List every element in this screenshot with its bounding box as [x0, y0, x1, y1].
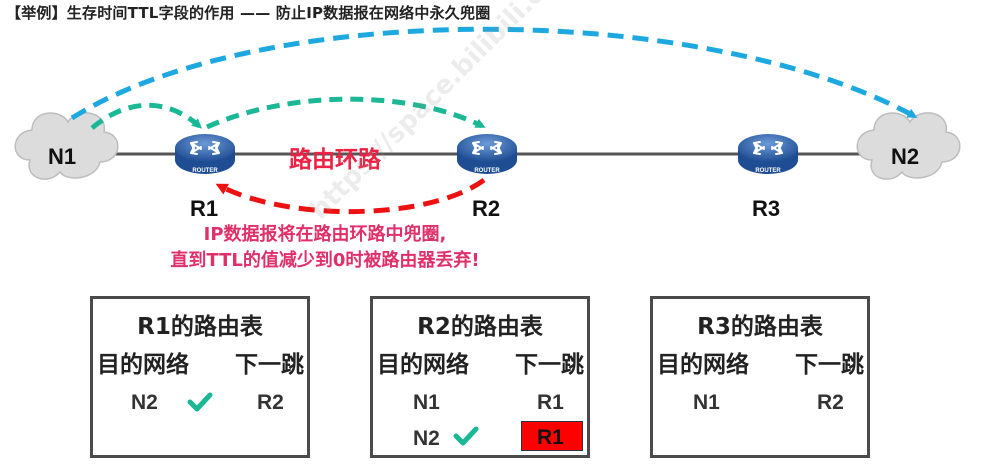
column-header-next-hop: 下一跳: [795, 352, 864, 378]
routing-table-r3: R3的路由表 目的网络 下一跳 N1 R2: [650, 296, 870, 458]
column-header-next-hop: 下一跳: [235, 352, 304, 378]
network-n1-label: N1: [48, 144, 77, 169]
table-cell-next-hop-highlighted: R1: [537, 426, 564, 449]
highlighted-next-hop-box: [521, 421, 583, 451]
table-cell-destination: N1: [413, 391, 440, 414]
page-title: 【举例】生存时间TTL字段的作用 —— 防止IP数据报在网络中永久兜圈: [6, 4, 491, 22]
routing-table-title: R3的路由表: [697, 314, 823, 340]
column-header-destination: 目的网络: [97, 352, 189, 378]
router-r3-label: R3: [752, 196, 781, 221]
table-cell-destination: N2: [413, 427, 440, 450]
ttl-note: IP数据报将在路由环路中兜圈, 直到TTL的值减少到0时被路由器丢弃!: [150, 222, 500, 274]
check-icon: [453, 426, 479, 446]
ttl-note-line-2: 直到TTL的值减少到0时被路由器丢弃!: [170, 250, 480, 271]
cloud-n1-icon: [14, 112, 119, 180]
table-cell-next-hop: R2: [817, 391, 844, 414]
table-cell-next-hop: R1: [537, 391, 564, 414]
router-r3-badge: ROUTER: [755, 168, 781, 174]
routing-table-r1: R1的路由表 目的网络 下一跳 N2 R2: [90, 296, 310, 458]
ttl-note-line-1: IP数据报将在路由环路中兜圈,: [203, 224, 447, 245]
router-r2-label: R2: [472, 196, 501, 221]
routing-table-title: R1的路由表: [137, 314, 263, 340]
routing-loop-label: 路由环路: [289, 147, 381, 173]
column-header-destination: 目的网络: [657, 352, 749, 378]
column-header-next-hop: 下一跳: [515, 352, 584, 378]
forward-n1-r1-arrow: [90, 102, 202, 130]
router-r2-badge: ROUTER: [474, 168, 500, 174]
network-n2-label: N2: [891, 144, 920, 169]
check-icon: [187, 392, 213, 412]
router-r1-label: R1: [190, 196, 219, 221]
direct-path-arrow: [70, 26, 918, 121]
router-r1-icon: [175, 134, 235, 174]
column-header-destination: 目的网络: [377, 352, 469, 378]
router-r3-icon: [738, 134, 798, 174]
loop-r2-r1-arrow: [215, 177, 486, 215]
router-r2-icon: [457, 134, 517, 174]
cloud-n2-icon: [856, 112, 961, 180]
routing-table-r2: R2的路由表 目的网络 下一跳 N1 R1 N2 R1: [370, 296, 590, 458]
router-r1-badge: ROUTER: [192, 168, 218, 174]
routing-table-title: R2的路由表: [417, 314, 543, 340]
table-cell-next-hop: R2: [257, 391, 284, 414]
table-cell-destination: N2: [131, 391, 158, 414]
table-cell-destination: N1: [693, 391, 720, 414]
